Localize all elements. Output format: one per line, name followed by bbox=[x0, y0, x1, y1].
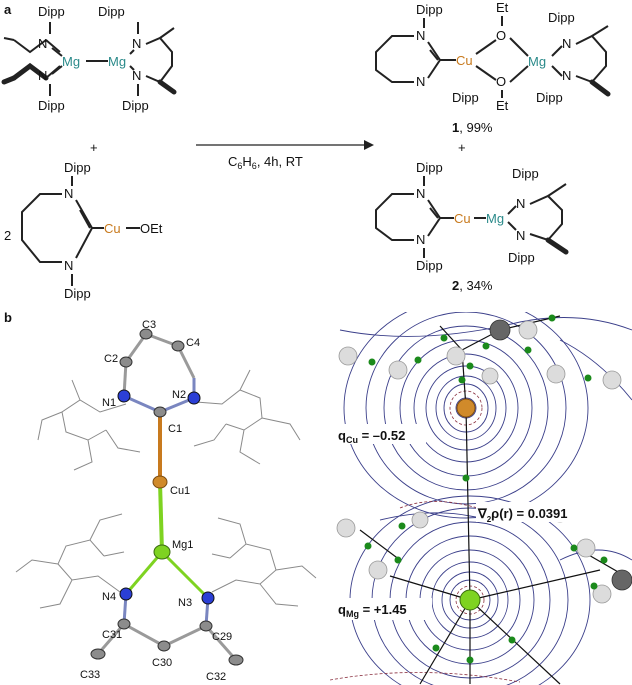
cu-contours bbox=[343, 312, 589, 519]
product-1: Dipp N N Cu Et O O Et Mg Dipp N N Dipp D… bbox=[375, 0, 611, 135]
mg-label: Mg bbox=[528, 54, 546, 69]
dipp-label: Dipp bbox=[416, 258, 443, 273]
n-label: N bbox=[416, 74, 425, 89]
atom-label: N2 bbox=[172, 389, 186, 401]
atom-label: C1 bbox=[168, 423, 182, 435]
et-label: Et bbox=[496, 0, 509, 15]
atom-label: C3 bbox=[142, 319, 156, 331]
atom-label: C33 bbox=[80, 669, 100, 681]
dipp-label: Dipp bbox=[416, 2, 443, 17]
mg-charge-label: qMg = +1.45 bbox=[338, 602, 407, 619]
stoichiometric-coefficient: 2 bbox=[4, 228, 11, 243]
n-label: N bbox=[132, 68, 141, 83]
crystal-structure: C3 C2 C4 N1 N2 C1 Cu1 Mg1 N4 N3 C31 C29 … bbox=[15, 319, 317, 683]
crystal-bonds bbox=[96, 332, 238, 661]
cu-charge-label: qCu = –0.52 bbox=[338, 428, 405, 445]
product-2: Dipp N N Cu Mg Dipp N N Dipp Dipp 2, 34% bbox=[375, 160, 569, 293]
atom-label: N1 bbox=[102, 397, 116, 409]
plus-sign: + bbox=[458, 140, 466, 155]
n-label: N bbox=[38, 36, 47, 51]
cu-label: Cu bbox=[104, 221, 121, 236]
nhc-ring bbox=[21, 193, 62, 263]
nacnac-left-bottom bbox=[11, 62, 49, 81]
atom-label: N3 bbox=[178, 597, 192, 609]
mg-sphere bbox=[459, 589, 481, 611]
n-label: N bbox=[562, 36, 571, 51]
o-label: O bbox=[496, 74, 506, 89]
dipp-label: Dipp bbox=[452, 90, 479, 105]
dipp-wireframe bbox=[15, 369, 317, 609]
n-label: N bbox=[516, 196, 525, 211]
n-label: N bbox=[64, 258, 73, 273]
atom-label: Mg1 bbox=[172, 539, 193, 551]
n-label: N bbox=[132, 36, 141, 51]
panel-label-a: a bbox=[4, 2, 12, 17]
n-label: N bbox=[38, 68, 47, 83]
dipp-label: Dipp bbox=[536, 90, 563, 105]
atom-label: N4 bbox=[102, 591, 116, 603]
carbon-atoms bbox=[489, 319, 632, 591]
oet-label: OEt bbox=[140, 221, 163, 236]
n-label: N bbox=[416, 28, 425, 43]
laplacian-contour-map: qCu = –0.52 ∇2ρ(r) = 0.0391 qMg = +1.45 bbox=[330, 312, 632, 685]
panel-label-b: b bbox=[4, 310, 12, 325]
dipp-label: Dipp bbox=[64, 286, 91, 301]
nhc-ring bbox=[375, 35, 414, 83]
dipp-label: Dipp bbox=[38, 4, 65, 19]
dipp-label: Dipp bbox=[416, 160, 443, 175]
dipp-label: Dipp bbox=[64, 160, 91, 175]
dipp-label: Dipp bbox=[508, 250, 535, 265]
et-label: Et bbox=[496, 98, 509, 113]
atom-label: C29 bbox=[212, 631, 232, 643]
mg-label: Mg bbox=[108, 54, 126, 69]
product-2-caption: 2, 34% bbox=[452, 278, 493, 293]
dipp-label: Dipp bbox=[98, 4, 125, 19]
atom-label: C2 bbox=[104, 353, 118, 365]
nacnac-left-top bbox=[13, 39, 47, 54]
nhc-ring bbox=[375, 193, 414, 241]
reactant-1: Dipp N N Dipp Mg Mg Dipp N N Dipp bbox=[1, 4, 177, 113]
laplacian-label: ∇2ρ(r) = 0.0391 bbox=[477, 506, 568, 524]
reaction-conditions: C6H6, 4h, RT bbox=[228, 154, 303, 171]
reaction-arrow: C6H6, 4h, RT bbox=[196, 140, 374, 171]
dipp-label: Dipp bbox=[38, 98, 65, 113]
atom-label: Cu1 bbox=[170, 485, 190, 497]
product-1-caption: 1, 99% bbox=[452, 120, 493, 135]
mg-label: Mg bbox=[62, 54, 80, 69]
o-label: O bbox=[496, 28, 506, 43]
n-label: N bbox=[516, 228, 525, 243]
crystal-atoms bbox=[90, 328, 244, 666]
atom-label: C4 bbox=[186, 337, 200, 349]
n-label: N bbox=[562, 68, 571, 83]
dipp-label: Dipp bbox=[512, 166, 539, 181]
hydrogen-atoms bbox=[336, 320, 622, 604]
cu-label: Cu bbox=[456, 53, 473, 68]
dipp-label: Dipp bbox=[122, 98, 149, 113]
atom-label: C31 bbox=[102, 629, 122, 641]
n-label: N bbox=[416, 232, 425, 247]
atom-label: C30 bbox=[152, 657, 172, 669]
n-label: N bbox=[64, 186, 73, 201]
mg-label: Mg bbox=[486, 211, 504, 226]
cu-label: Cu bbox=[454, 211, 471, 226]
bond-critical-points bbox=[364, 314, 608, 664]
cu-sphere bbox=[456, 398, 476, 418]
plus-sign: + bbox=[90, 140, 98, 155]
dipp-label: Dipp bbox=[548, 10, 575, 25]
reactant-2: 2 Dipp N N Cu OEt Dipp bbox=[4, 160, 163, 301]
atom-label: C32 bbox=[206, 671, 226, 683]
n-label: N bbox=[416, 186, 425, 201]
